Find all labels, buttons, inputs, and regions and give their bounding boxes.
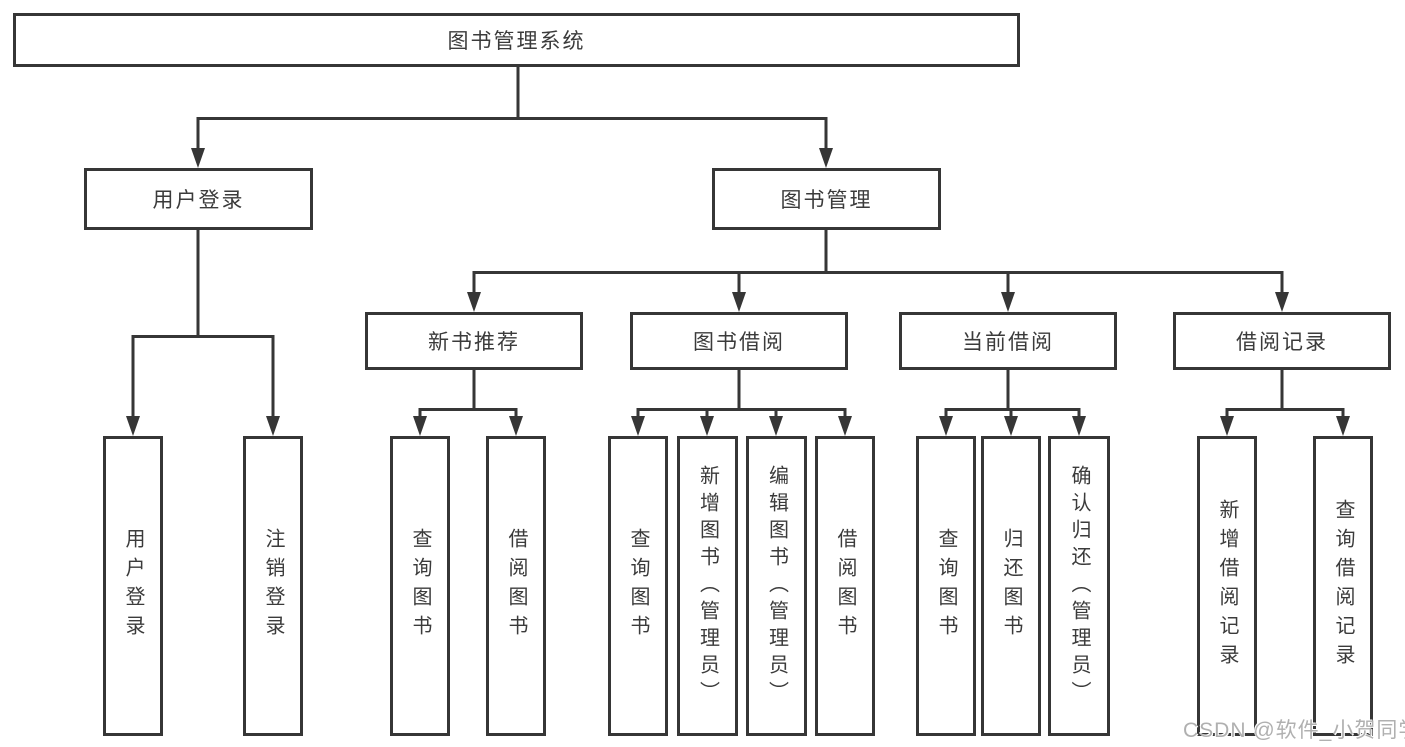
connector-user-login-to-leaves bbox=[126, 230, 280, 436]
leaf-logout-login: 注销登录 bbox=[243, 436, 303, 736]
leaf-query-borrow-record-label: 查询借阅记录 bbox=[1332, 499, 1354, 673]
node-borrow-records-label: 借阅记录 bbox=[1236, 331, 1328, 354]
leaf-borrow-query-books: 查询图书 bbox=[608, 436, 668, 736]
watermark: CSDN @软件_小贺同学 bbox=[1183, 719, 1405, 742]
leaf-current-query-books: 查询图书 bbox=[916, 436, 976, 736]
connector-borrow-records-to-leaves bbox=[1220, 370, 1350, 436]
leaf-return-books: 归还图书 bbox=[981, 436, 1041, 736]
leaf-add-books-admin-label: 新增图书（管理员） bbox=[696, 464, 719, 708]
leaf-user-login-label: 用户登录 bbox=[122, 528, 144, 644]
leaf-add-borrow-record: 新增借阅记录 bbox=[1197, 436, 1257, 736]
node-user-login-label: 用户登录 bbox=[152, 189, 245, 212]
leaf-recommend-query-books-label: 查询图书 bbox=[409, 528, 431, 644]
node-book-borrow: 图书借阅 bbox=[630, 312, 848, 370]
leaf-confirm-return-admin-label: 确认归还（管理员） bbox=[1068, 464, 1090, 708]
leaf-logout-login-label: 注销登录 bbox=[262, 528, 284, 644]
leaf-recommend-query-books: 查询图书 bbox=[390, 436, 450, 736]
leaf-user-login: 用户登录 bbox=[103, 436, 163, 736]
leaf-add-books-admin: 新增图书（管理员） bbox=[677, 436, 738, 736]
node-borrow-records: 借阅记录 bbox=[1173, 312, 1391, 370]
leaf-add-borrow-record-label: 新增借阅记录 bbox=[1216, 499, 1238, 673]
leaf-return-books-label: 归还图书 bbox=[1000, 528, 1022, 644]
leaf-borrow-books-label: 借阅图书 bbox=[834, 528, 856, 644]
leaf-borrow-books: 借阅图书 bbox=[815, 436, 875, 736]
leaf-recommend-borrow-books: 借阅图书 bbox=[486, 436, 546, 736]
connector-book-borrow-to-leaves bbox=[631, 370, 852, 436]
leaf-edit-books-admin-label: 编辑图书（管理员） bbox=[765, 464, 788, 708]
node-current-borrow: 当前借阅 bbox=[899, 312, 1117, 370]
leaf-query-borrow-record: 查询借阅记录 bbox=[1313, 436, 1373, 736]
connector-root-to-level2 bbox=[191, 67, 833, 168]
node-root-label: 图书管理系统 bbox=[447, 30, 586, 53]
node-current-borrow-label: 当前借阅 bbox=[962, 331, 1054, 354]
connector-new-book-recommend-to-leaves bbox=[413, 370, 523, 436]
node-new-book-recommend: 新书推荐 bbox=[365, 312, 583, 370]
leaf-confirm-return-admin: 确认归还（管理员） bbox=[1048, 436, 1110, 736]
leaf-edit-books-admin: 编辑图书（管理员） bbox=[746, 436, 807, 736]
leaf-recommend-borrow-books-label: 借阅图书 bbox=[505, 528, 527, 644]
leaf-borrow-query-books-label: 查询图书 bbox=[627, 528, 649, 644]
leaf-current-query-books-label: 查询图书 bbox=[935, 528, 957, 644]
node-book-management-label: 图书管理 bbox=[780, 189, 873, 212]
node-root: 图书管理系统 bbox=[13, 13, 1020, 67]
connector-book-management-to-level3 bbox=[467, 230, 1289, 312]
node-user-login: 用户登录 bbox=[84, 168, 313, 230]
node-book-borrow-label: 图书借阅 bbox=[693, 331, 785, 354]
connector-current-borrow-to-leaves bbox=[939, 370, 1086, 436]
node-new-book-recommend-label: 新书推荐 bbox=[428, 331, 520, 354]
node-book-management: 图书管理 bbox=[712, 168, 941, 230]
